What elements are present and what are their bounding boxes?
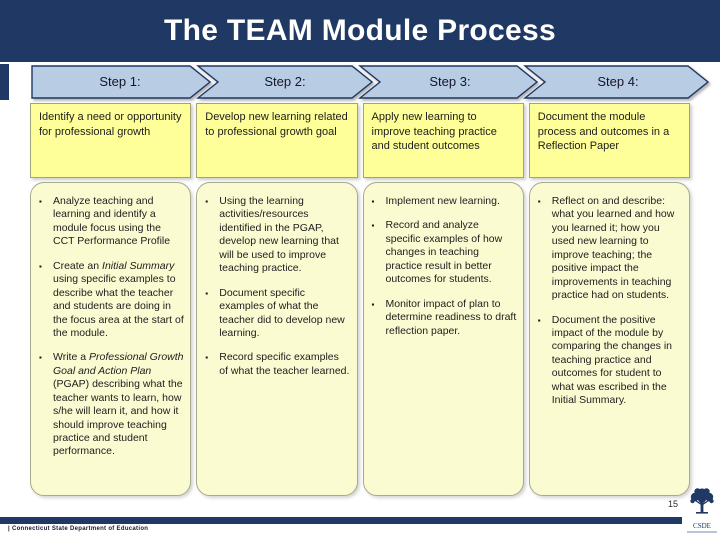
- bullet-item: ▪ Monitor impact of plan to determine rea…: [372, 298, 517, 338]
- column-step-1: Identify a need or opportunity for profe…: [30, 103, 192, 496]
- footer-bar: [0, 517, 682, 524]
- step-columns: Identify a need or opportunity for profe…: [30, 103, 690, 496]
- csde-logo-label: CSDE: [693, 522, 711, 530]
- step-2-details-box: ▪ Using the learning activities/resources…: [196, 182, 358, 496]
- step-2-label: Step 2:: [264, 74, 306, 89]
- step-4-label: Step 4:: [597, 74, 639, 89]
- bullet-square-icon: ▪: [371, 221, 375, 231]
- bullet-text: Reflect on and describe: what you learne…: [551, 195, 675, 302]
- column-step-2: Develop new learning related to professi…: [196, 103, 358, 496]
- step-4-chevron: [523, 65, 710, 99]
- bullet-text: Write a Professional Growth Goal and Act…: [53, 351, 184, 458]
- bullet-item: ▪ Create an Initial Summary using specifi…: [39, 260, 184, 341]
- left-edge-accent: [0, 64, 9, 100]
- step-3-label: Step 3:: [429, 74, 471, 89]
- bullet-item: ▪ Implement new learning.: [372, 195, 517, 208]
- page-title: The TEAM Module Process: [164, 14, 556, 47]
- step-1-label: Step 1:: [99, 74, 141, 89]
- bullet-text: Analyze teaching and learning and identi…: [53, 195, 171, 248]
- footer-org-text: | Connecticut State Department of Educat…: [8, 526, 149, 532]
- bullet-text: Record and analyze specific examples of …: [385, 219, 503, 286]
- step-4-description-box: Document the module process and outcomes…: [528, 103, 690, 178]
- bullet-square-icon: ▪: [371, 299, 375, 309]
- column-step-3: Apply new learning to improve teaching p…: [362, 103, 524, 496]
- bullet-item: ▪ Analyze teaching and learning and ident…: [39, 195, 184, 249]
- column-step-4: Document the module process and outcomes…: [528, 103, 690, 496]
- bullet-item: ▪ Reflect on and describe: what you learn…: [538, 195, 683, 303]
- step-1-details-box: ▪ Analyze teaching and learning and ident…: [30, 182, 192, 496]
- step-2-description-box: Develop new learning related to professi…: [196, 103, 358, 178]
- bullet-item: ▪ Record specific examples of what the te…: [205, 351, 350, 378]
- bullet-square-icon: ▪: [39, 353, 42, 363]
- process-steps-graphic: [0, 64, 710, 100]
- step-1-chevron: [31, 65, 212, 99]
- step-3-description-box: Apply new learning to improve teaching p…: [362, 103, 524, 178]
- bullet-square-icon: ▪: [39, 261, 42, 271]
- bullet-text: Create an Initial Summary using specific…: [53, 259, 184, 339]
- bullet-text: Document the positive impact of the modu…: [551, 313, 672, 407]
- bullet-square-icon: ▪: [537, 197, 541, 206]
- bullet-text: Implement new learning.: [385, 195, 500, 207]
- bullet-square-icon: ▪: [205, 197, 209, 206]
- step-1-description-box: Identify a need or opportunity for profe…: [30, 103, 192, 178]
- csde-logo-underline: [687, 531, 717, 533]
- bullet-text: Record specific examples of what the tea…: [219, 351, 350, 377]
- csde-tree-icon: [690, 488, 714, 514]
- bullet-square-icon: ▪: [537, 315, 541, 325]
- bullet-item: ▪ Using the learning activities/resources…: [205, 195, 350, 276]
- csde-logo: CSDE: [685, 485, 719, 539]
- bullet-text: Document specific examples of what the t…: [219, 286, 345, 339]
- bullet-item: ▪ Document the positive impact of the mod…: [538, 314, 683, 408]
- bullet-square-icon: ▪: [371, 197, 375, 206]
- step-3-details-box: ▪ Implement new learning. ▪ Record and anal…: [362, 182, 524, 496]
- bullet-square-icon: ▪: [205, 288, 209, 298]
- bullet-text: Using the learning activities/resources …: [219, 195, 339, 275]
- bullet-text: Monitor impact of plan to determine read…: [385, 297, 517, 337]
- bullet-square-icon: ▪: [205, 353, 209, 363]
- bullet-item: ▪ Record and analyze specific examples of…: [372, 219, 517, 286]
- bullet-square-icon: ▪: [39, 197, 42, 206]
- page-number: 15: [667, 499, 678, 509]
- bullet-item: ▪ Document specific examples of what the …: [205, 287, 350, 341]
- title-band: The TEAM Module Process: [0, 0, 720, 62]
- step-2-chevron: [196, 65, 374, 99]
- step-3-chevron: [358, 65, 539, 99]
- step-4-details-box: ▪ Reflect on and describe: what you learn…: [528, 182, 690, 496]
- bullet-item: ▪ Write a Professional Growth Goal and Ac…: [39, 351, 184, 459]
